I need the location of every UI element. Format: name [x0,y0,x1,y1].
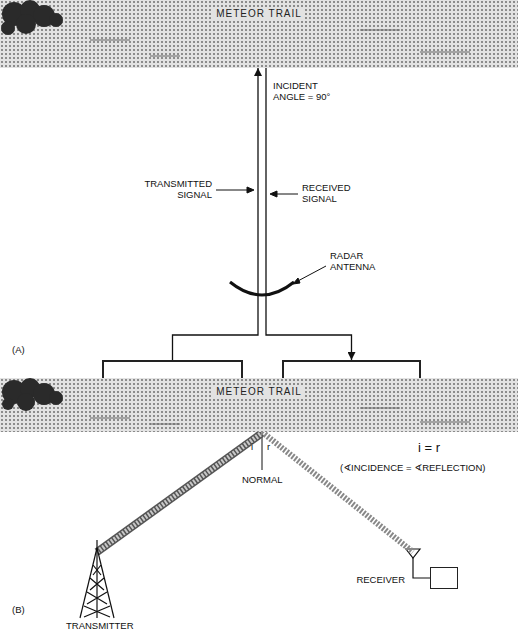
signal-label: TRANSMITTED SIGNAL [128,178,212,201]
trail-streaks [90,30,470,424]
connector-path [262,432,413,552]
receiving-antenna [406,549,420,558]
radar-dish [230,282,294,295]
connector-path [266,68,352,360]
receiver-unit: RECEIVER [430,567,458,589]
connector-path [173,68,259,360]
transmitter-tower [80,540,114,618]
equation: i = r [418,440,440,456]
incident-ray-fill [97,433,262,552]
meteor-trail-band: METEOR TRAIL [0,378,518,432]
normal-line [262,434,263,470]
incident-ray [97,433,262,552]
angle-note: INCIDENT ANGLE = 90° [273,80,345,103]
normal-label: NORMAL [242,474,283,485]
signal-connector [173,68,259,360]
signal-connector [262,432,430,578]
angle-symbol: r [267,441,270,452]
equation-note: (∢INCIDENCE = ∢REFLECTION) [340,462,486,473]
connector-path [413,558,430,578]
panel-letter: (B) [12,604,25,615]
node-text: METEOR TRAIL [213,386,305,397]
signal-connector [266,68,352,360]
node-text: RECEIVER [356,574,405,585]
signal-label: RECEIVED SIGNAL [302,182,372,205]
part-label: TRANSMITTER [66,620,134,631]
node-text: METEOR TRAIL [213,8,305,19]
panel-letter: (A) [12,344,25,355]
angle-symbol: i [251,441,253,452]
part-label: RADAR ANTENNA [330,250,394,273]
meteor-trail-band: METEOR TRAIL [0,0,518,68]
